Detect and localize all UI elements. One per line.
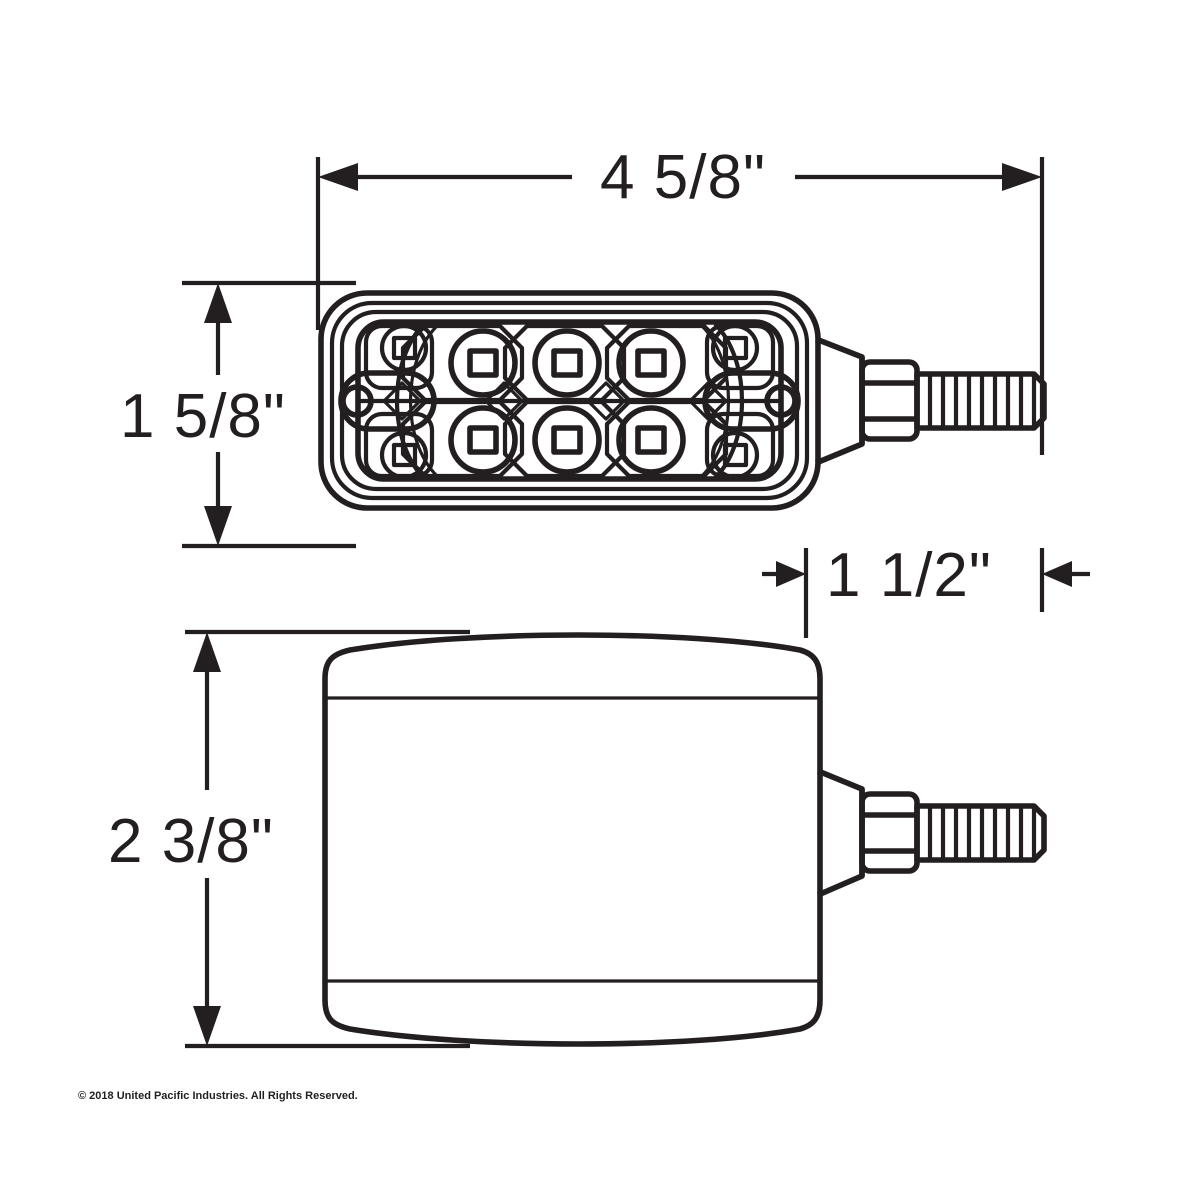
front-view-lamp bbox=[318, 290, 1047, 511]
side-view-stud-assembly bbox=[816, 768, 1047, 898]
led-emitter bbox=[448, 328, 518, 398]
led-lens-circle bbox=[448, 328, 518, 398]
copyright-notice: © 2018 United Pacific Industries. All Ri… bbox=[78, 1090, 358, 1102]
led-emitter bbox=[616, 405, 686, 475]
led-lens-circle bbox=[616, 405, 686, 475]
stud-thread-lines bbox=[927, 374, 1037, 428]
dimension-label-depth: 1 1/2" bbox=[826, 541, 992, 610]
side-view-lamp bbox=[322, 632, 1047, 1047]
arrowhead-up-side-height bbox=[193, 632, 221, 672]
dimension-label-height: 1 5/8" bbox=[120, 382, 286, 451]
led-reflector-array bbox=[358, 323, 781, 479]
dimension-width-group: 4 5/8" bbox=[315, 143, 1045, 455]
dimension-depth-group: 1 1/2" bbox=[762, 541, 1090, 638]
led-emitter bbox=[532, 328, 602, 398]
arrowhead-up-height bbox=[204, 283, 232, 323]
reflector-sweep-arc-inner bbox=[701, 325, 731, 477]
led-lens-circle bbox=[532, 405, 602, 475]
arrowhead-down-height bbox=[204, 506, 232, 546]
mount-boss-capsule bbox=[702, 370, 801, 432]
led-die-square bbox=[467, 425, 499, 455]
arrowhead-down-side-height bbox=[193, 1006, 221, 1046]
led-die-square bbox=[551, 425, 583, 455]
led-die-square bbox=[467, 348, 499, 378]
arrowhead-depth-right bbox=[1042, 561, 1072, 587]
led-emitter-group bbox=[448, 328, 686, 475]
lamp-outer-bezel bbox=[318, 290, 821, 511]
housing-profile-outline bbox=[322, 632, 823, 1047]
led-emitter bbox=[532, 405, 602, 475]
corner-led bbox=[379, 323, 429, 373]
corner-led bbox=[710, 430, 760, 480]
led-die-square bbox=[635, 425, 667, 455]
dimension-side-height-group: 2 3/8" bbox=[108, 629, 470, 1049]
led-emitter bbox=[448, 405, 518, 475]
mounting-bracket bbox=[814, 336, 865, 466]
hex-nut bbox=[859, 359, 920, 442]
reflector-cell bbox=[604, 399, 729, 479]
led-emitter bbox=[616, 328, 686, 398]
lamp-left-end-detail bbox=[338, 322, 438, 480]
corner-led bbox=[379, 430, 429, 480]
reflector-diamond bbox=[382, 381, 422, 421]
arrowhead-left-width bbox=[318, 163, 358, 191]
mount-boss-hole bbox=[764, 384, 798, 418]
lamp-right-end-detail bbox=[701, 322, 801, 480]
reflector-sweep-arc-inner bbox=[408, 325, 438, 477]
led-lens-circle bbox=[448, 405, 518, 475]
dimension-label-side-height: 2 3/8" bbox=[108, 807, 274, 876]
front-view-stud-assembly bbox=[814, 336, 1047, 466]
led-lens-circle bbox=[532, 328, 602, 398]
mount-boss-hole bbox=[340, 384, 374, 418]
reflector-diamond bbox=[586, 381, 626, 421]
arrowhead-right-width bbox=[1002, 163, 1042, 191]
lamp-bezel-ring-2 bbox=[329, 300, 810, 501]
dimension-label-width: 4 5/8" bbox=[600, 143, 766, 212]
dimension-height-group: 1 5/8" bbox=[120, 280, 356, 549]
mounting-bracket bbox=[816, 768, 865, 898]
reflector-cell bbox=[502, 399, 627, 479]
led-die-square bbox=[551, 348, 583, 378]
hex-nut bbox=[859, 791, 920, 874]
stud-thread-lines bbox=[927, 806, 1037, 860]
led-lens-circle bbox=[616, 328, 686, 398]
reflector-sweep-arc bbox=[713, 322, 745, 480]
reflector-sweep-arc bbox=[394, 322, 426, 480]
corner-led bbox=[710, 323, 760, 373]
led-die-square bbox=[635, 348, 667, 378]
arrowhead-depth-left bbox=[776, 561, 806, 587]
